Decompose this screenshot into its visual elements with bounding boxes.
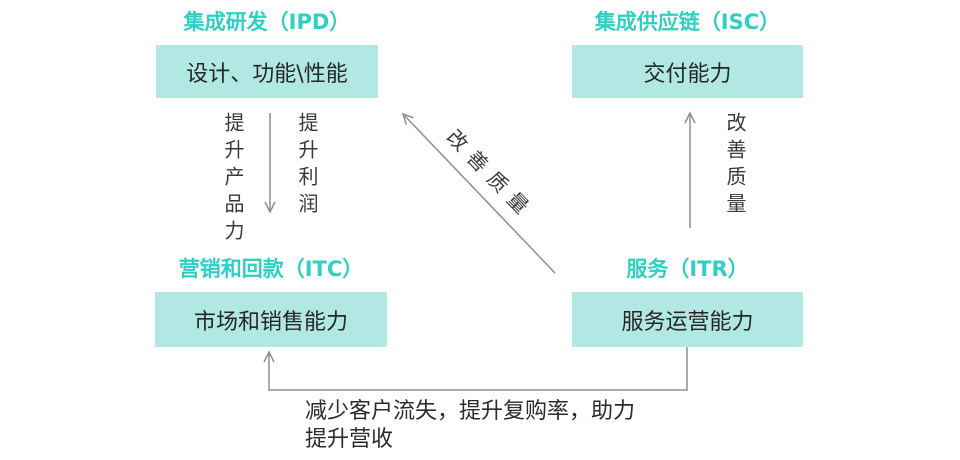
capability-box-itc: 市场和销售能力 xyxy=(155,292,387,347)
bottom-note: 减少客户流失，提升复购率，助力 提升营收 xyxy=(305,398,635,454)
label-lift-product: 提升产品力 xyxy=(221,112,245,247)
capability-box-itr: 服务运营能力 xyxy=(572,292,803,347)
capability-box-isc: 交付能力 xyxy=(572,45,803,98)
label-improve-quality-right: 改善质量 xyxy=(723,112,747,220)
bottom-note-line1: 减少客户流失，提升复购率，助力 xyxy=(305,399,636,424)
arrow-diagonal-improve-quality xyxy=(401,112,556,274)
section-title-itc: 营销和回款（ITC） xyxy=(178,257,364,281)
capability-box-ipd: 设计、功能\性能 xyxy=(156,45,378,98)
label-lift-profit: 提升利润 xyxy=(295,112,319,220)
section-title-ipd: 集成研发（IPD） xyxy=(183,10,351,34)
bottom-note-line2: 提升营收 xyxy=(305,427,394,453)
arrow-service-to-sales xyxy=(263,347,688,391)
section-title-itr: 服务（ITR） xyxy=(626,257,749,281)
section-title-isc: 集成供应链（ISC） xyxy=(594,10,781,34)
